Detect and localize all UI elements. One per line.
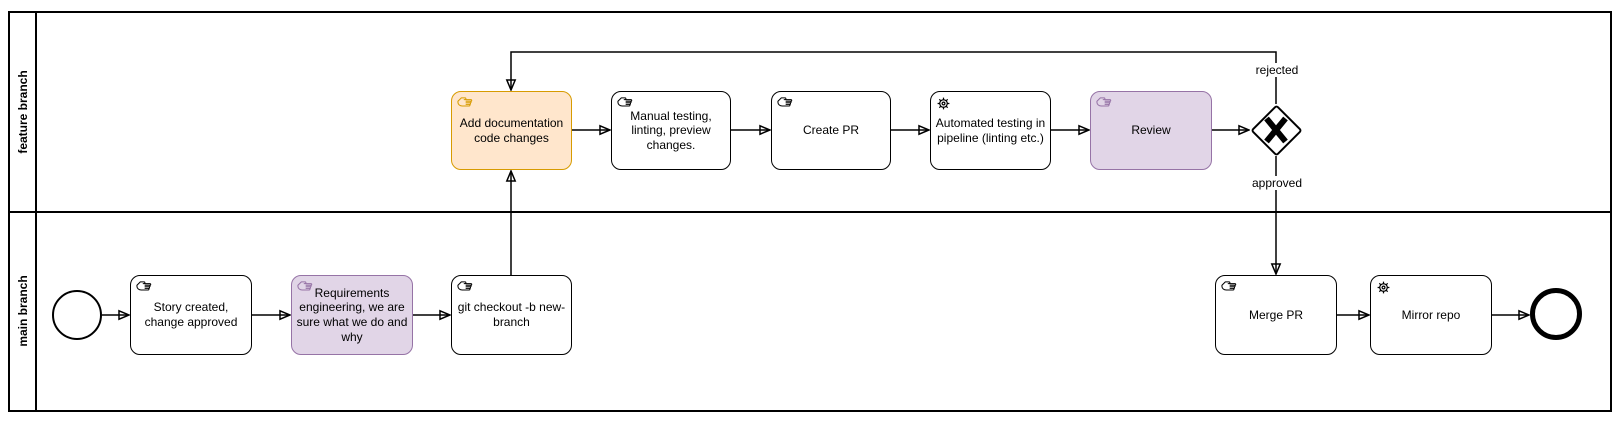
task-git-checkout: git checkout -b new-branch: [451, 275, 572, 355]
task-label: Requirements engineering, we are sure wh…: [296, 285, 408, 344]
edge-label-approved: approved: [1249, 176, 1305, 190]
exclusive-gateway-x-icon: [1264, 116, 1288, 144]
lane-label-main-branch: main branch: [16, 275, 30, 347]
task-label: Create PR: [802, 123, 860, 138]
service-task-gear-icon: [936, 96, 951, 111]
manual-task-hand-icon: [457, 96, 473, 109]
lane-label-feature-branch: feature branch: [16, 70, 30, 154]
manual-task-hand-icon: [1096, 96, 1112, 109]
manual-task-hand-icon: [297, 280, 313, 293]
task-requirements-engineering: Requirements engineering, we are sure wh…: [291, 275, 413, 355]
manual-task-hand-icon: [136, 280, 152, 293]
manual-task-hand-icon: [1221, 280, 1237, 293]
task-label: Story created, change approved: [144, 300, 238, 329]
manual-task-hand-icon: [617, 96, 633, 109]
task-mirror-repo: Mirror repo: [1370, 275, 1492, 355]
task-label: Manual testing, linting, preview changes…: [630, 108, 712, 152]
task-label: Review: [1131, 123, 1171, 138]
task-merge-pr: Merge PR: [1215, 275, 1337, 355]
task-add-documentation: Add documentation code changes: [451, 91, 572, 170]
task-review: Review: [1090, 91, 1212, 170]
exclusive-gateway: [1249, 103, 1303, 157]
manual-task-hand-icon: [457, 280, 473, 293]
task-create-pr: Create PR: [771, 91, 891, 170]
task-label: Merge PR: [1248, 307, 1304, 322]
edge-label-rejected: rejected: [1253, 63, 1301, 77]
task-label: Automated testing in pipeline (linting e…: [935, 115, 1046, 145]
manual-task-hand-icon: [777, 96, 793, 109]
task-label: Mirror repo: [1401, 307, 1461, 322]
lane-divider: [8, 211, 1612, 213]
task-manual-testing: Manual testing, linting, preview changes…: [611, 91, 731, 170]
task-label: git checkout -b new-branch: [457, 300, 566, 329]
task-automated-testing: Automated testing in pipeline (linting e…: [930, 91, 1051, 170]
end-event: [1530, 288, 1582, 340]
task-story-created: Story created, change approved: [130, 275, 252, 355]
start-event: [52, 290, 102, 340]
service-task-gear-icon: [1376, 280, 1391, 295]
task-label: Add documentation code changes: [459, 115, 564, 145]
